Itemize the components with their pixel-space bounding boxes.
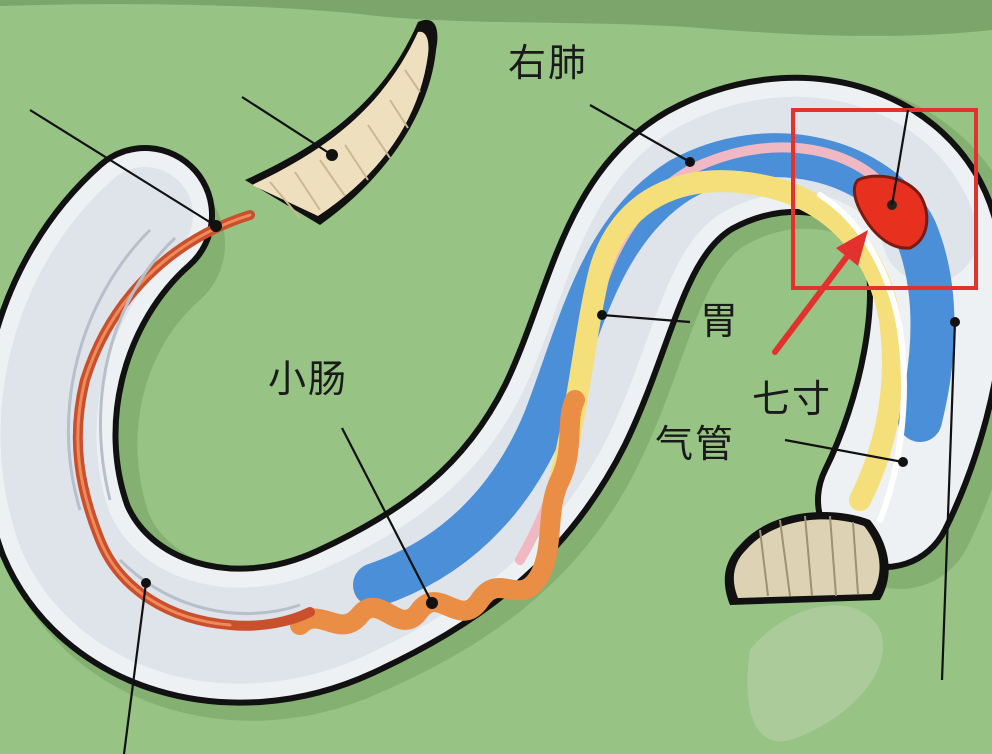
- watermark-smudge: [747, 605, 883, 742]
- leader-vessel-bottom: [122, 582, 148, 754]
- qicun-highlight-box: [791, 108, 978, 290]
- tail-scales: [252, 31, 429, 217]
- leader-stomach: [601, 313, 691, 324]
- leader-dots: [141, 149, 960, 609]
- leader-vessel-top: [29, 109, 217, 227]
- leader-right-lung: [589, 104, 691, 163]
- head-scales: [733, 519, 880, 598]
- stomach-organ: [549, 170, 904, 511]
- label-trachea: 气管: [655, 422, 736, 466]
- ground-shape: [0, 0, 992, 36]
- leader-trachea: [784, 438, 904, 464]
- qicun-arrow-shaft: [772, 247, 855, 355]
- small-intestine-organ: [290, 390, 585, 635]
- label-qicun: 七寸: [752, 377, 833, 421]
- vessel-highlight: [76, 213, 252, 627]
- head-scale-lines: [759, 515, 859, 597]
- tail-scale-lines: [269, 69, 421, 219]
- heart-organ: [852, 174, 929, 250]
- label-stomach: 胃: [700, 299, 741, 343]
- leader-right-side: [940, 321, 957, 681]
- trachea-organ: [817, 192, 907, 523]
- label-right-lung: 右肺: [508, 41, 589, 85]
- leader-lines: [29, 96, 957, 754]
- label-small-intestine: 小肠: [268, 357, 349, 401]
- leader-tail-scale: [241, 96, 333, 156]
- leader-heart: [890, 109, 910, 206]
- leader-small-intestine: [341, 427, 433, 604]
- qicun-arrow-head: [836, 230, 868, 266]
- left-stripes: [66, 228, 301, 616]
